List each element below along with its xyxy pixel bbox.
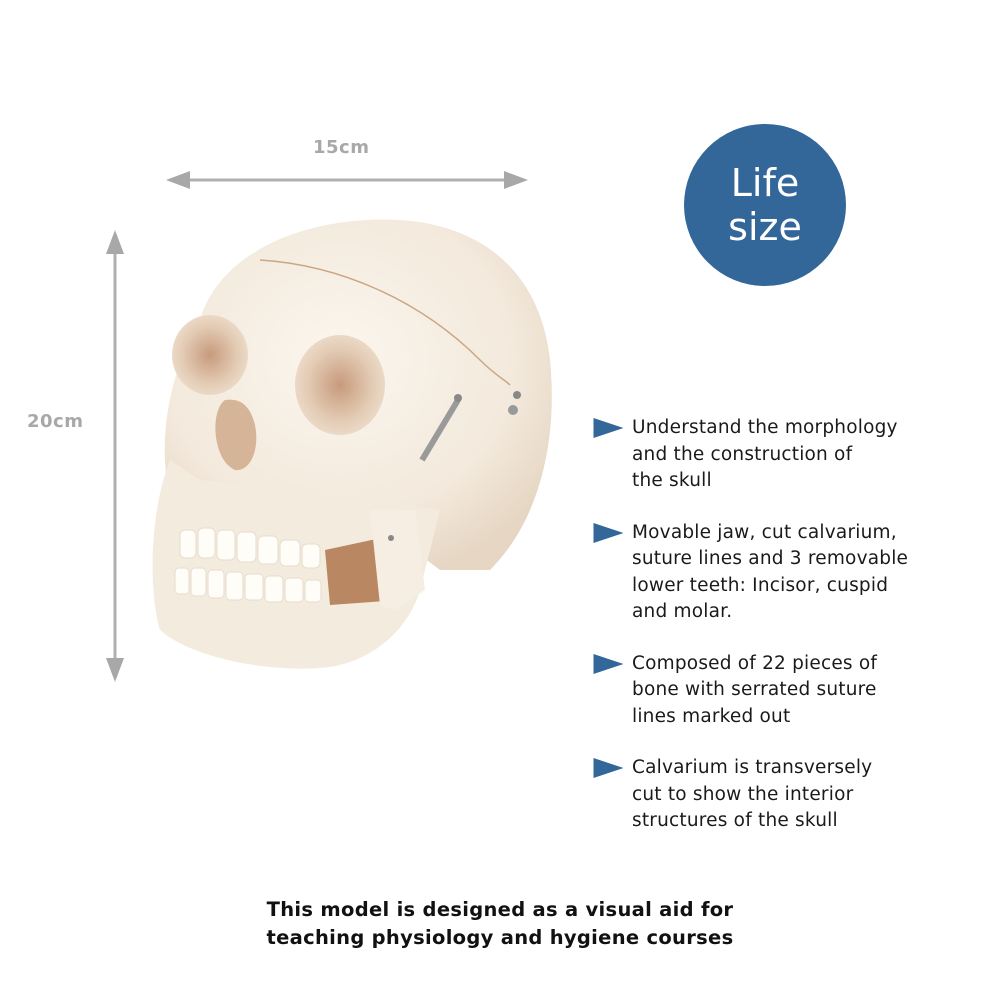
width-dimension-arrow-icon — [166, 171, 528, 189]
feature-text: Movable jaw, cut calvarium,suture lines … — [632, 521, 909, 623]
skull-model-image — [152, 219, 552, 669]
feature-item: Movable jaw, cut calvarium,suture lines … — [585, 520, 985, 626]
height-dimension-label: 20cm — [27, 411, 84, 432]
life-size-badge: Life size — [684, 124, 846, 286]
footer-line-2: teaching physiology and hygiene courses — [266, 926, 734, 949]
width-dimension-label: 15cm — [313, 137, 370, 158]
footer-line-1: This model is designed as a visual aid f… — [266, 898, 734, 921]
badge-line-1: Life — [730, 161, 800, 205]
triangle-bullet-icon — [593, 653, 624, 674]
triangle-bullet-icon — [593, 418, 624, 438]
triangle-bullet-icon — [593, 522, 624, 543]
badge-line-2: size — [728, 205, 802, 249]
height-dimension-arrow-icon — [106, 230, 124, 682]
footer-caption: This model is designed as a visual aid f… — [0, 896, 1000, 952]
triangle-bullet-icon — [593, 758, 624, 778]
